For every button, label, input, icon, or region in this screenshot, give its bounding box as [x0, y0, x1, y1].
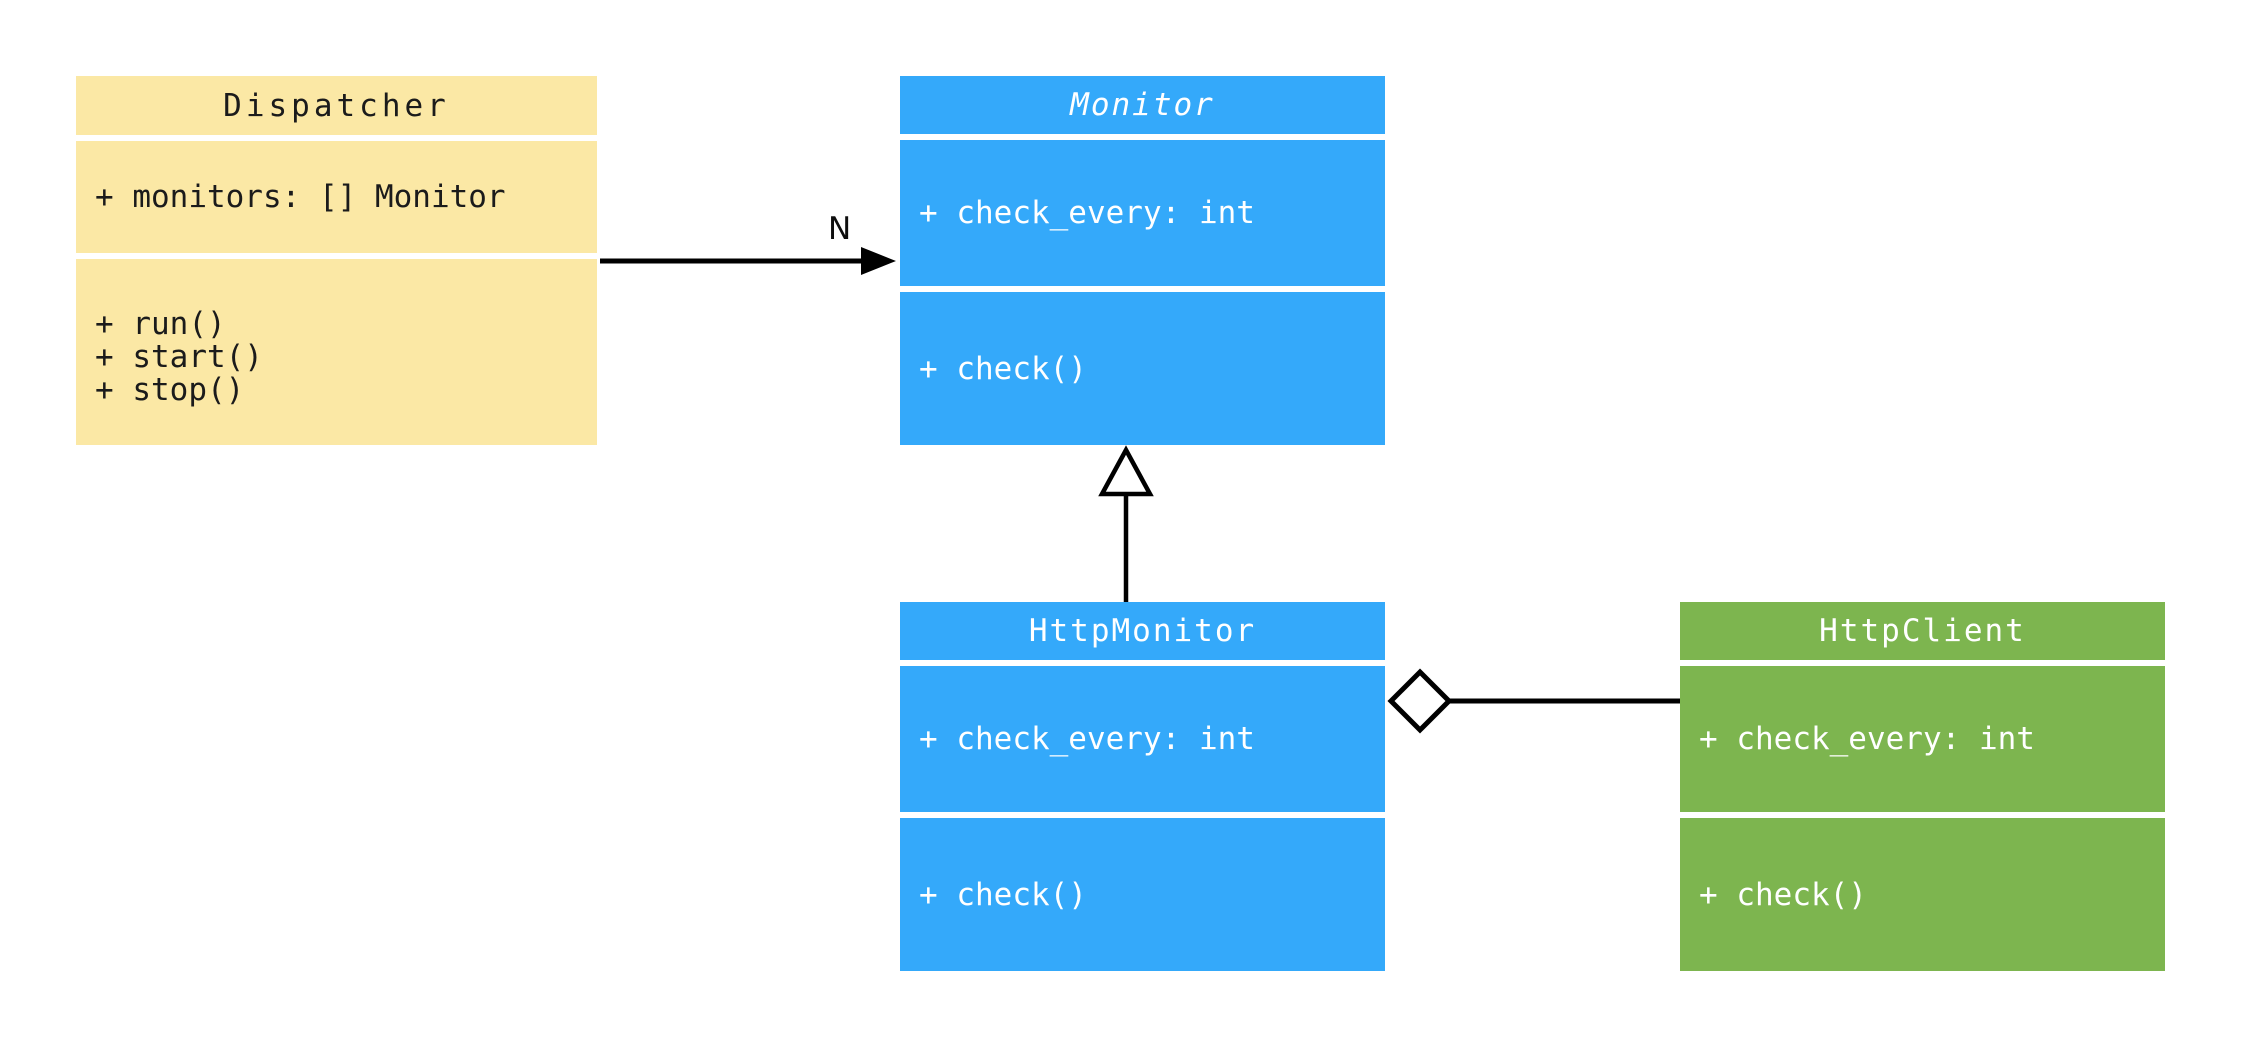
method-item: + check(): [919, 350, 1087, 387]
hollow-diamond-icon: [1387, 668, 1453, 734]
class-box-monitor: Monitor + check_every: int + check(): [900, 76, 1385, 445]
methods-section: + run() + start() + stop(): [76, 259, 597, 445]
class-box-dispatcher: Dispatcher + monitors: [] Monitor + run(…: [76, 76, 597, 445]
methods-section: + check(): [1680, 818, 2165, 971]
methods-section: + check(): [900, 818, 1385, 971]
method-item: + run(): [95, 305, 226, 342]
attribute-item: + check_every: int: [1699, 721, 2035, 757]
filled-arrowhead-icon: [861, 247, 896, 275]
class-box-httpclient: HttpClient + check_every: int + check(): [1680, 602, 2165, 971]
multiplicity-label: N: [828, 211, 852, 247]
attributes-section: + monitors: [] Monitor: [76, 141, 597, 253]
method-item: + start(): [95, 338, 263, 375]
method-item: + check(): [919, 876, 1087, 913]
methods-section: + check(): [900, 292, 1385, 445]
attribute-item: + monitors: [] Monitor: [95, 179, 506, 215]
class-name-header: Dispatcher: [76, 76, 597, 135]
attribute-item: + check_every: int: [919, 721, 1255, 757]
association-edge-dispatcher-monitor: [600, 247, 896, 275]
class-box-httpmonitor: HttpMonitor + check_every: int + check(): [900, 602, 1385, 971]
attributes-section: + check_every: int: [900, 666, 1385, 812]
class-name-header: HttpClient: [1680, 602, 2165, 660]
hollow-triangle-icon: [1098, 445, 1154, 497]
inheritance-edge-httpmonitor-monitor: [1098, 445, 1154, 602]
method-item: + stop(): [95, 371, 245, 408]
class-name-header: HttpMonitor: [900, 602, 1385, 660]
aggregation-edge-httpmonitor-httpclient: [1387, 668, 1680, 734]
class-name-header: Monitor: [900, 76, 1385, 134]
attributes-section: + check_every: int: [900, 140, 1385, 286]
method-item: + check(): [1699, 876, 1867, 913]
attributes-section: + check_every: int: [1680, 666, 2165, 812]
attribute-item: + check_every: int: [919, 195, 1255, 231]
